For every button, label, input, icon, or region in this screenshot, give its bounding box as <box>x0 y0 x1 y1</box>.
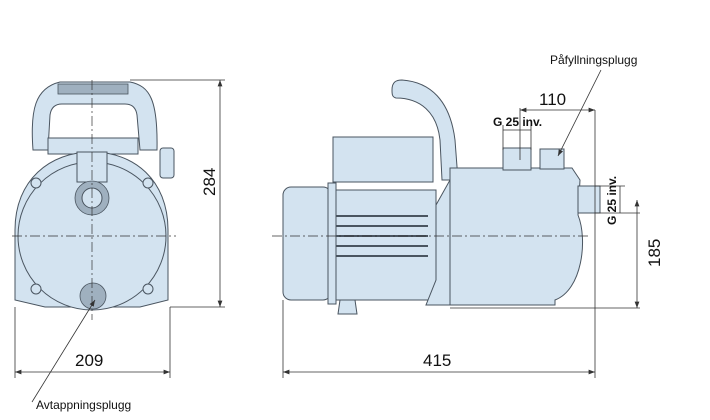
dim-outlet-height: 185 <box>645 239 664 267</box>
front-bolts <box>30 177 154 295</box>
inlet-port <box>502 147 532 171</box>
side-dimensions <box>282 69 640 378</box>
fill-plug-label: Påfyllningsplugg <box>550 53 637 67</box>
drain-plug-label: Avtappningsplugg <box>36 398 131 412</box>
front-handle <box>31 81 158 151</box>
motor-foot <box>337 299 358 315</box>
front-handle-grip <box>57 83 129 95</box>
pump-housing <box>449 167 584 306</box>
outlet-thread-label: G 25 inv. <box>605 176 619 225</box>
front-view <box>12 80 176 320</box>
outlet-port <box>577 185 601 214</box>
dim-front-height: 284 <box>200 168 219 196</box>
motor-ring <box>327 182 337 305</box>
motor-end-cap <box>282 186 332 301</box>
dim-side-length: 415 <box>423 351 451 370</box>
dim-port-offset: 110 <box>539 90 566 109</box>
drain-plug <box>79 282 107 310</box>
inlet-thread-label: G 25 inv. <box>493 115 542 129</box>
bracket <box>425 178 451 306</box>
front-dimensions <box>14 79 225 403</box>
dim-front-width: 209 <box>75 351 103 370</box>
side-view <box>272 79 601 315</box>
front-side-box <box>159 147 175 179</box>
terminal-box <box>332 136 434 183</box>
